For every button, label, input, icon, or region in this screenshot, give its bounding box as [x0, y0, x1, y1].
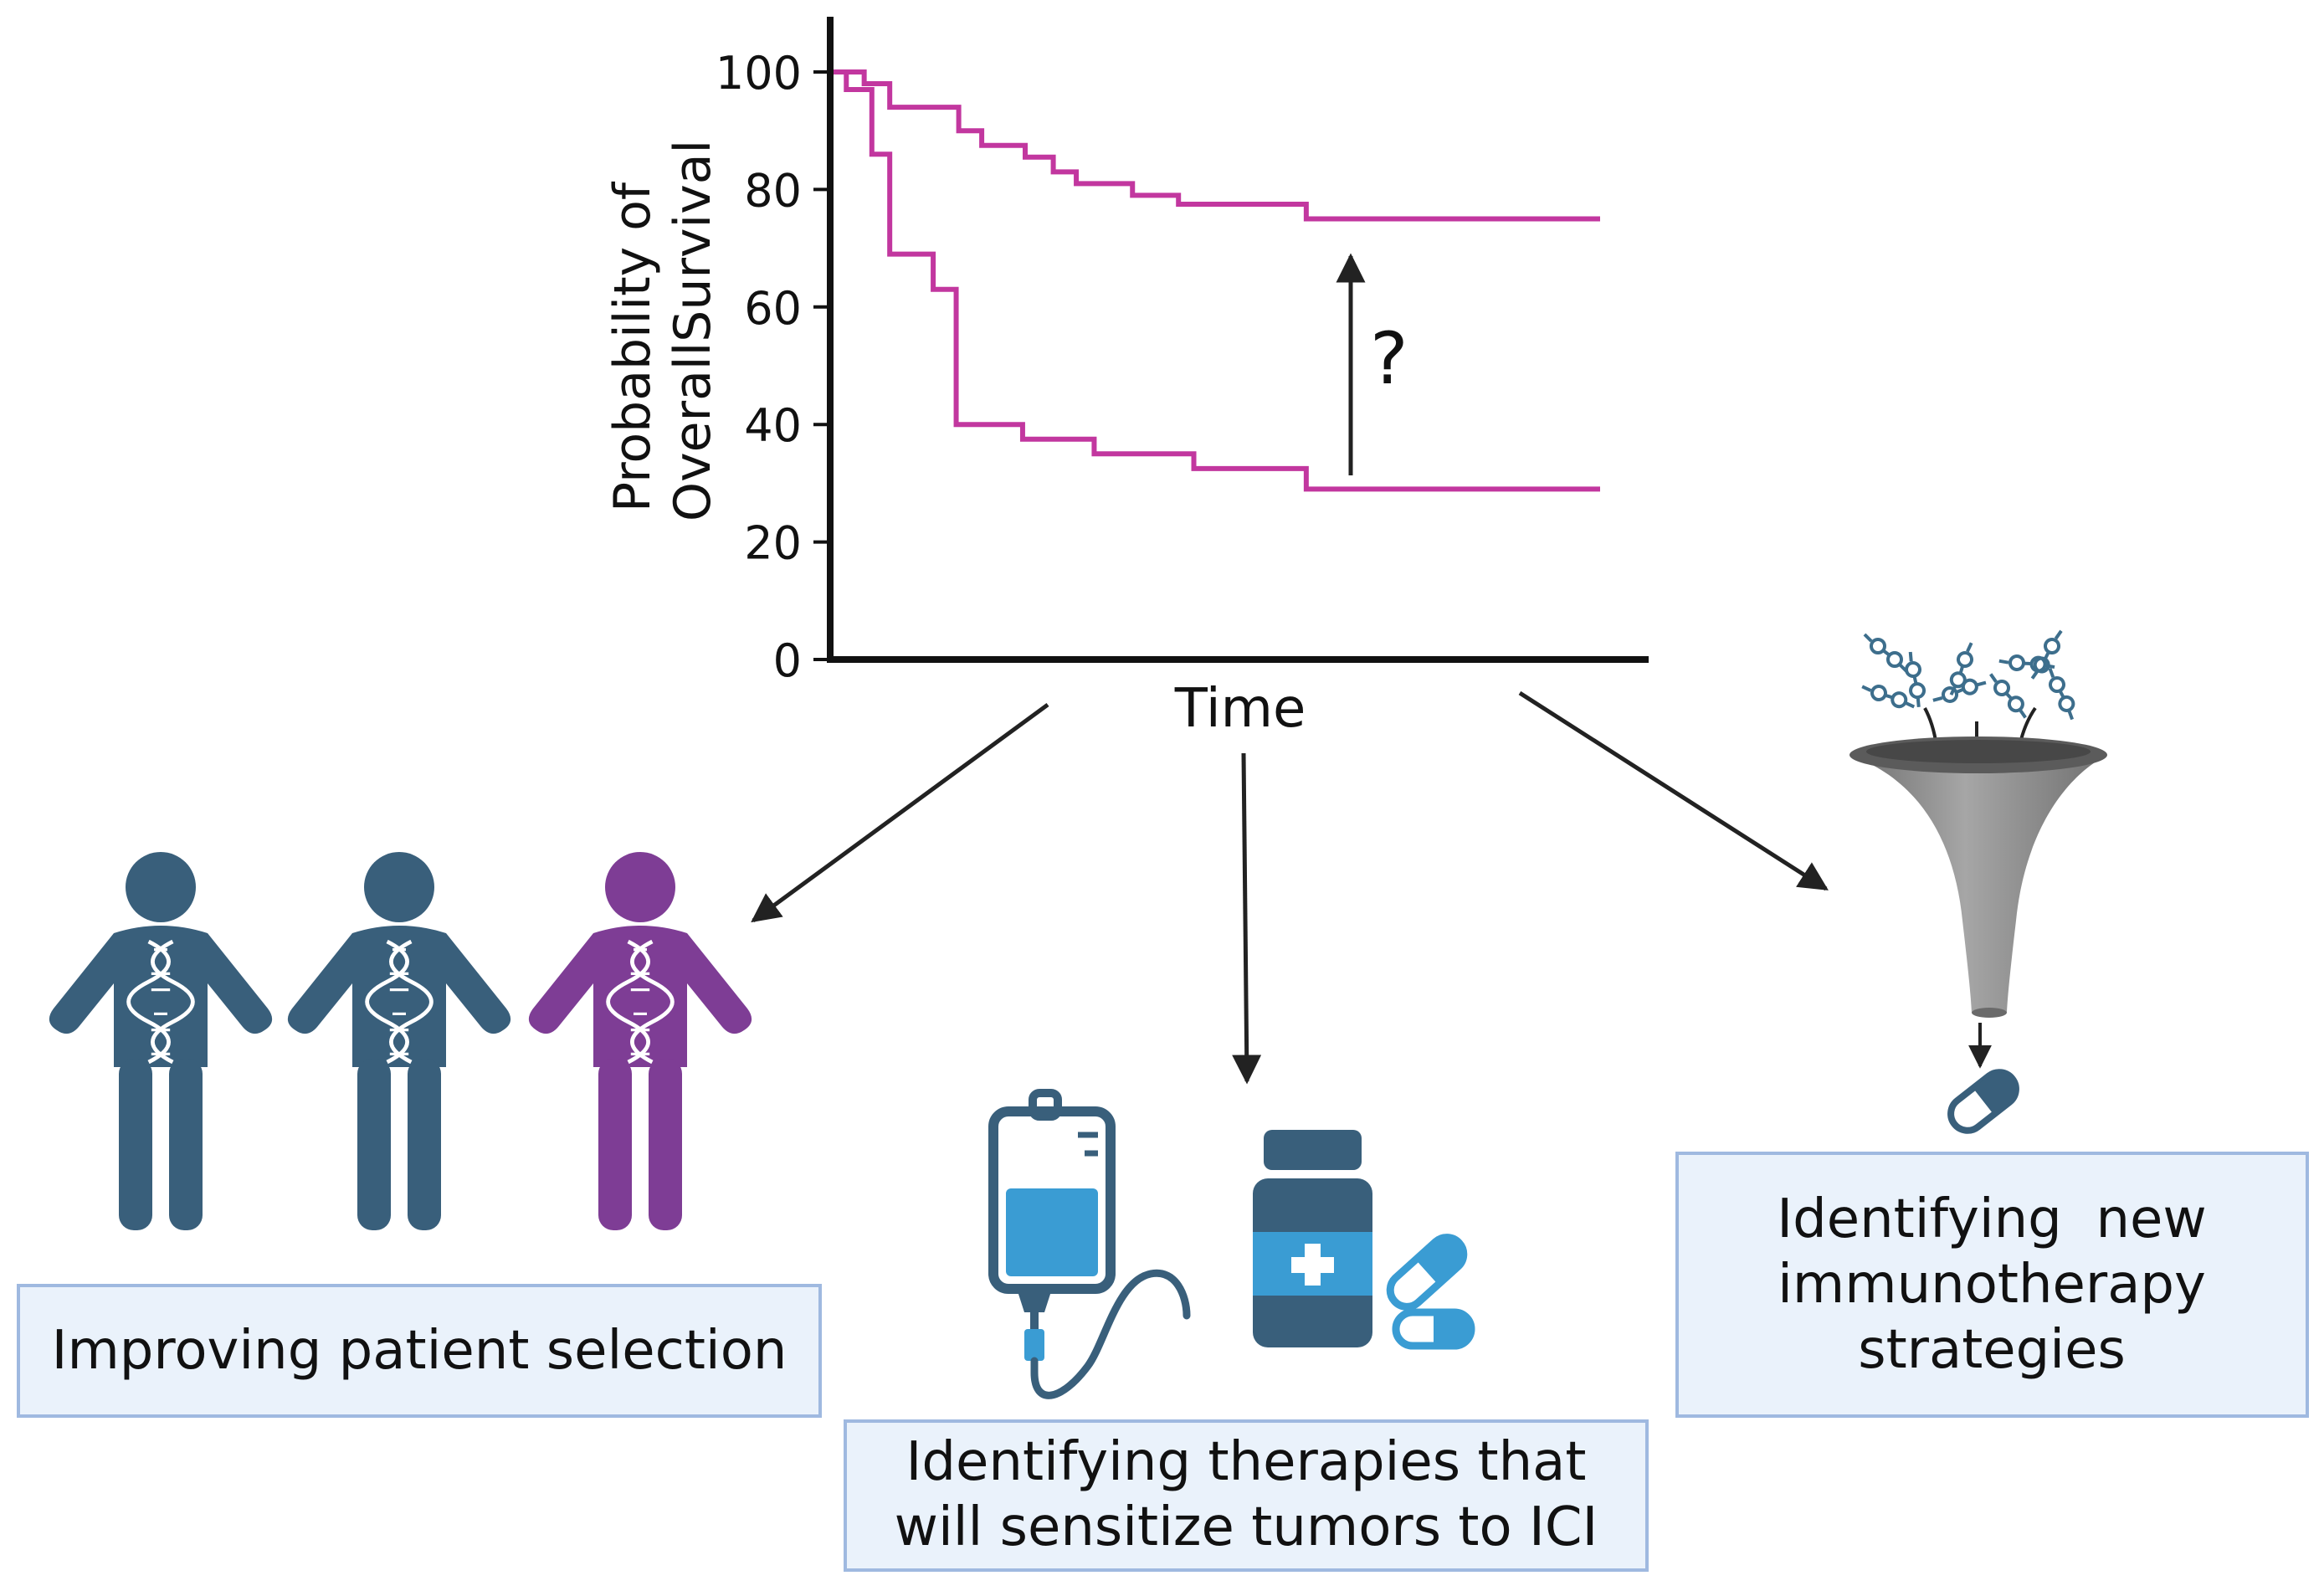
y-tick-label: 100 [716, 47, 802, 100]
y-axis-title-line-2: OverallSurvival [664, 140, 722, 521]
person-icon [287, 852, 511, 1230]
arrow-to-immunotherapy [1518, 690, 1829, 891]
y-tick-label: 20 [744, 517, 802, 570]
patient-selection-text: Improving patient selection [52, 1320, 787, 1382]
question-mark-annotation: ? [1370, 317, 1408, 401]
arrow-to-patient-selection [751, 702, 1049, 923]
capsule-icon [1947, 1069, 2019, 1134]
y-axis-ticks: 0 20 40 60 80 100 [716, 47, 830, 687]
survival-curve-1 [834, 69, 1600, 222]
immunotherapy-box: Identifying new immunotherapy strategies [1675, 1152, 2309, 1418]
molecule-icon [1935, 641, 1988, 697]
y-tick-label: 80 [744, 164, 802, 217]
capsule-icon [1392, 1308, 1475, 1350]
funnel-icon [1849, 736, 2107, 1018]
survival-curve-2 [834, 69, 1600, 492]
survival-chart: Probability of OverallSurvival 0 20 40 60 80… [603, 17, 1649, 740]
capsule-icon [1386, 1234, 1468, 1311]
molecule-cluster [1860, 629, 2090, 723]
y-tick-label: 40 [744, 399, 802, 452]
immunotherapy-text-line-2: immunotherapy [1778, 1254, 2206, 1316]
person-icon [528, 852, 752, 1230]
y-tick-label: 0 [773, 634, 802, 687]
person-icon [49, 852, 273, 1230]
therapies-text-line-2: will sensitize tumors to ICI [895, 1496, 1598, 1558]
molecule-icon [2032, 666, 2090, 721]
immunotherapy-text-line-1: Identifying new [1777, 1188, 2207, 1250]
x-axis-title: Time [1174, 678, 1306, 740]
y-axis-title: Probability of OverallSurvival [603, 140, 722, 521]
patient-selection-box: Improving patient selection [17, 1284, 822, 1418]
y-axis-title-line-1: Probability of [603, 181, 662, 512]
iv-bag-icon [988, 1089, 1191, 1399]
medicine-bottle-icon [1253, 1130, 1372, 1347]
immunotherapy-text-line-3: strategies [1858, 1319, 2126, 1381]
molecule-icon [1860, 670, 1916, 723]
molecule-icon [2023, 629, 2070, 680]
molecule-icon [1863, 633, 1908, 673]
molecule-icon [1983, 672, 2034, 720]
survival-curves [834, 69, 1600, 492]
therapies-text-line-1: Identifying therapies that [906, 1431, 1587, 1493]
patient-icons [49, 852, 752, 1230]
y-tick-label: 60 [744, 282, 802, 335]
arrow-to-therapies [1232, 752, 1262, 1085]
therapies-box: Identifying therapies that will sensitiz… [844, 1419, 1649, 1572]
